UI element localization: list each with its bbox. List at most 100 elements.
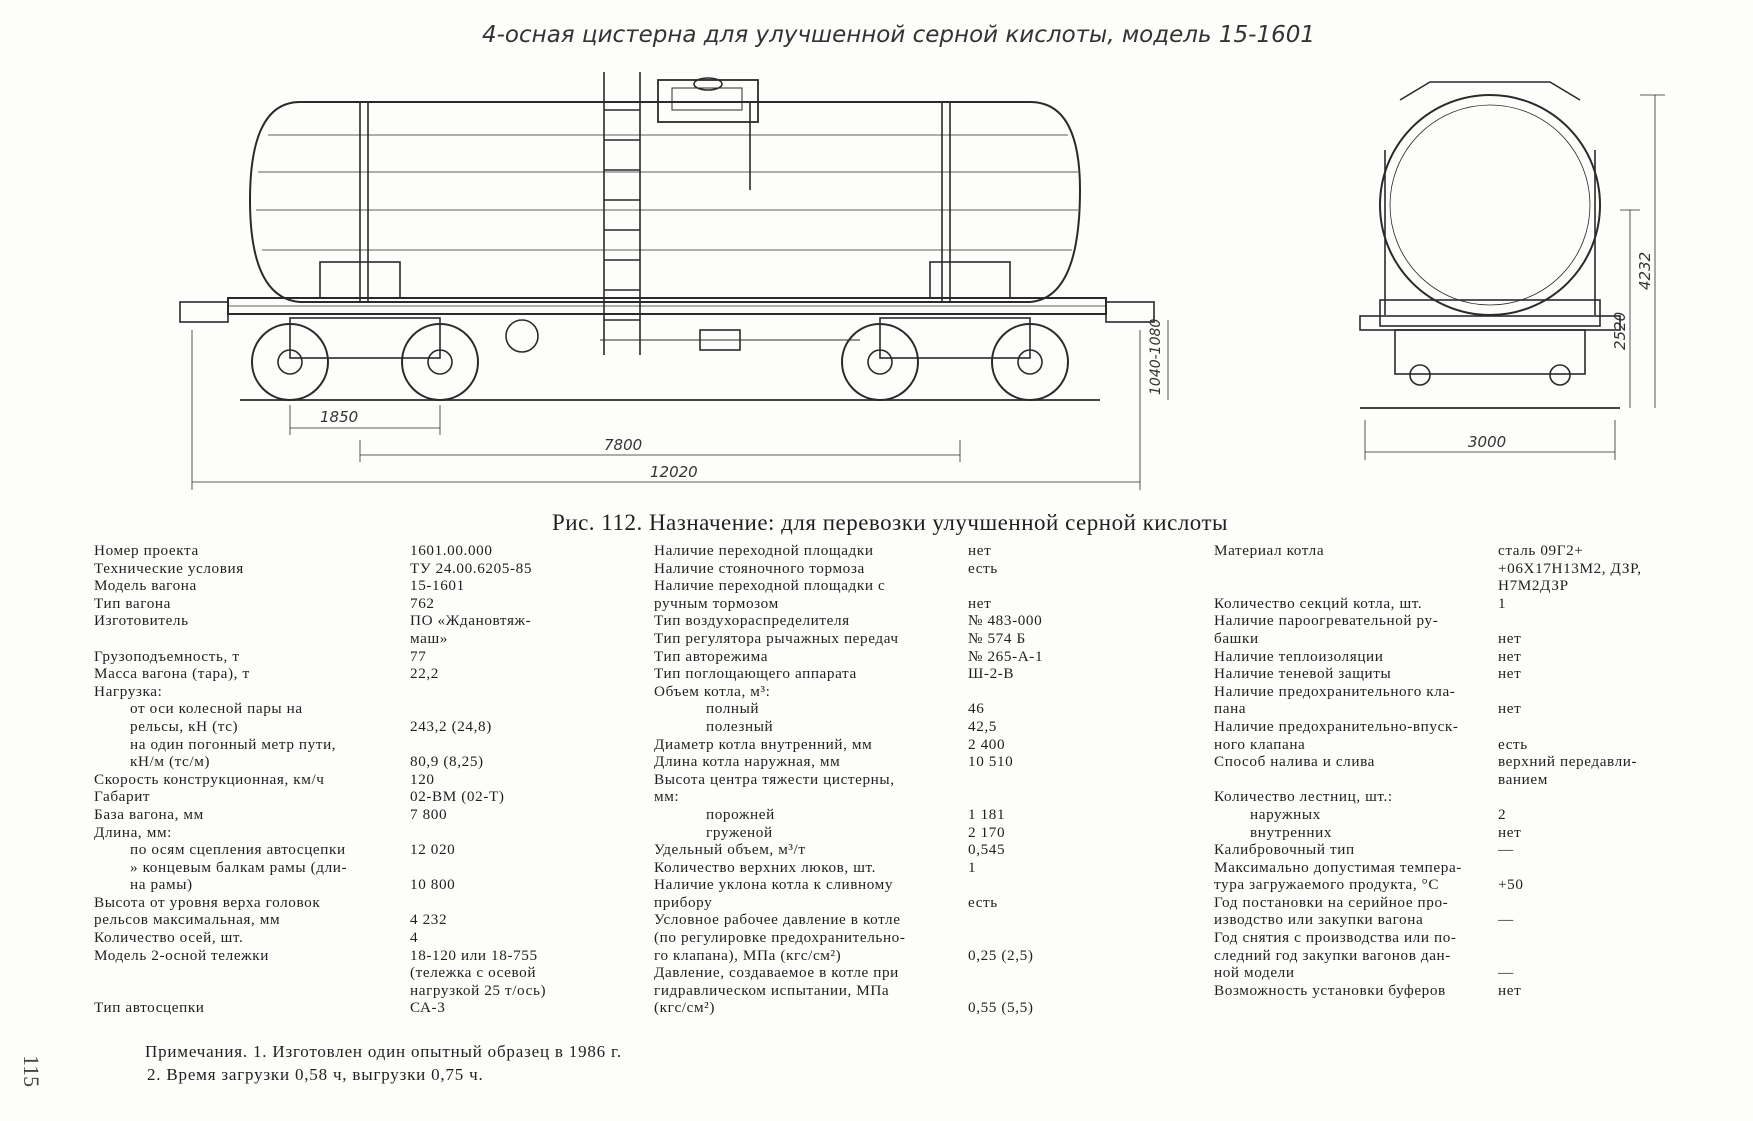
spec-label: Тип воздухораспределителя — [654, 612, 850, 630]
spec-label: груженой — [706, 823, 773, 841]
spec-value: 10 800 — [410, 876, 456, 894]
spec-label: Возможность установки буферов — [1214, 981, 1446, 999]
notes: Примечания. 1. Изготовлен один опытный о… — [145, 1040, 622, 1086]
spec-row: груженой 2 170 — [654, 824, 1114, 842]
tank-car-drawing: 4-осная цистерна для улучшенной серной к… — [0, 0, 1753, 500]
spec-value: — — [1498, 841, 1514, 859]
spec-value: 12 020 — [410, 841, 456, 859]
dim-width: 3000 — [1468, 433, 1506, 451]
spec-value: 15-1601 — [410, 577, 465, 595]
spec-value: 2 400 — [968, 735, 1006, 753]
spec-value: 0,545 — [968, 841, 1006, 859]
spec-label: Год постановки на серийное про- изводств… — [1214, 893, 1449, 929]
spec-value: нет — [1498, 647, 1522, 665]
spec-value: нет — [968, 594, 992, 612]
spec-label: » концевым балкам рамы (дли- на рамы) — [130, 858, 348, 894]
spec-row: Максимально допустимая темпера- тура заг… — [1214, 859, 1714, 894]
spec-value: № 265-А-1 — [968, 647, 1044, 665]
spec-row: Количество секций котла, шт.1 — [1214, 595, 1714, 613]
spec-value: 762 — [410, 594, 435, 612]
spec-row: Длина, мм: — [94, 824, 639, 842]
dim-length: 12020 — [650, 463, 698, 481]
spec-value: есть — [968, 893, 998, 911]
spec-row: Количество лестниц, шт.: — [1214, 788, 1714, 806]
spec-value: верхний передавли- ванием — [1498, 753, 1638, 788]
spec-label: Наличие предохранительного кла- пана — [1214, 682, 1456, 718]
spec-label: Тип автосцепки — [94, 999, 205, 1017]
spec-row: Наличие теплоизоляции нет — [1214, 648, 1714, 666]
dim-bogie-base: 1850 — [320, 408, 358, 426]
spec-value: нет — [1498, 629, 1522, 647]
spec-value: 1 181 — [968, 805, 1006, 823]
spec-row: Наличие предохранительно-впуск- ного кла… — [1214, 718, 1714, 753]
note-2: 2. Время загрузки 0,58 ч, выгрузки 0,75 … — [147, 1065, 484, 1084]
spec-row: Технические условия ТУ 24.00.6205-85 — [94, 560, 639, 578]
spec-value: нет — [1498, 665, 1522, 683]
spec-row: Удельный объем, м³/т 0,545 — [654, 841, 1114, 859]
spec-value: нет — [968, 542, 992, 559]
spec-label: по осям сцепления автосцепки — [130, 841, 346, 859]
spec-label: База вагона, мм — [94, 805, 204, 823]
figure-caption: Рис. 112. Назначение: для перевозки улуч… — [551, 510, 1229, 535]
spec-label: Высота от уровня верха головок рельсов м… — [94, 893, 321, 929]
spec-label: Удельный объем, м³/т — [654, 841, 806, 859]
spec-label: наружных — [1250, 805, 1321, 823]
spec-value: 2 — [1498, 805, 1507, 823]
spec-row — [94, 630, 639, 648]
spec-value: 1 — [968, 858, 977, 876]
spec-value: 1 — [1498, 594, 1507, 612]
spec-label: Номер проекта — [94, 542, 199, 559]
spec-label: Высота центра тяжести цистерны, мм: — [654, 770, 895, 806]
spec-label: Максимально допустимая темпера- тура заг… — [1214, 858, 1462, 894]
spec-row: Количество верхних люков, шт. 1 — [654, 859, 1114, 877]
spec-label: Масса вагона (тара), т — [94, 665, 250, 683]
spec-value: 2 170 — [968, 823, 1006, 841]
spec-value: 02-ВМ (02-Т) — [410, 788, 505, 806]
spec-label: Тип авторежима — [654, 647, 769, 665]
spec-value: Ш-2-В — [968, 665, 1015, 683]
spec-value: 120 — [410, 770, 435, 788]
spec-row: Калибровочный тип— — [1214, 841, 1714, 859]
spec-value: — — [1498, 964, 1514, 982]
spec-label: Количество верхних люков, шт. — [654, 858, 876, 876]
spec-label: Тип вагона — [94, 594, 171, 612]
spec-value: — — [1498, 911, 1514, 929]
spec-label: Технические условия — [94, 559, 244, 577]
spec-label: Тип регулятора рычажных передач — [654, 629, 899, 647]
spec-row: на один погонный метр пути, кН/м (тс/м)8… — [94, 736, 639, 771]
spec-row: Нагрузка: — [94, 683, 639, 701]
spec-value: +50 — [1498, 876, 1524, 894]
spec-row: Объем котла, м³: — [654, 683, 1114, 701]
spec-value: 42,5 — [968, 717, 997, 735]
spec-value: ТУ 24.00.6205-85 — [410, 559, 533, 577]
spec-row: Год снятия с производства или по- следни… — [1214, 929, 1714, 982]
end-view — [1359, 81, 1665, 460]
spec-label: Наличие теплоизоляции — [1214, 647, 1384, 665]
spec-label: Условное рабочее давление в котле (по ре… — [654, 911, 906, 964]
spec-value: есть — [968, 559, 998, 577]
spec-row: Давление, создаваемое в котле при гидрав… — [654, 964, 1114, 1017]
spec-label: Грузоподъемность, т — [94, 647, 240, 665]
page-number: 115 — [19, 1055, 44, 1088]
note-1: Примечания. 1. Изготовлен один опытный о… — [145, 1042, 622, 1061]
spec-value: есть — [1498, 735, 1528, 753]
dim-coupler-height: 1040-1080 — [1148, 319, 1164, 395]
spec-label: Изготовитель — [94, 612, 189, 630]
spec-label: Наличие уклона котла к сливному прибору — [654, 876, 894, 911]
side-view — [179, 72, 1169, 490]
